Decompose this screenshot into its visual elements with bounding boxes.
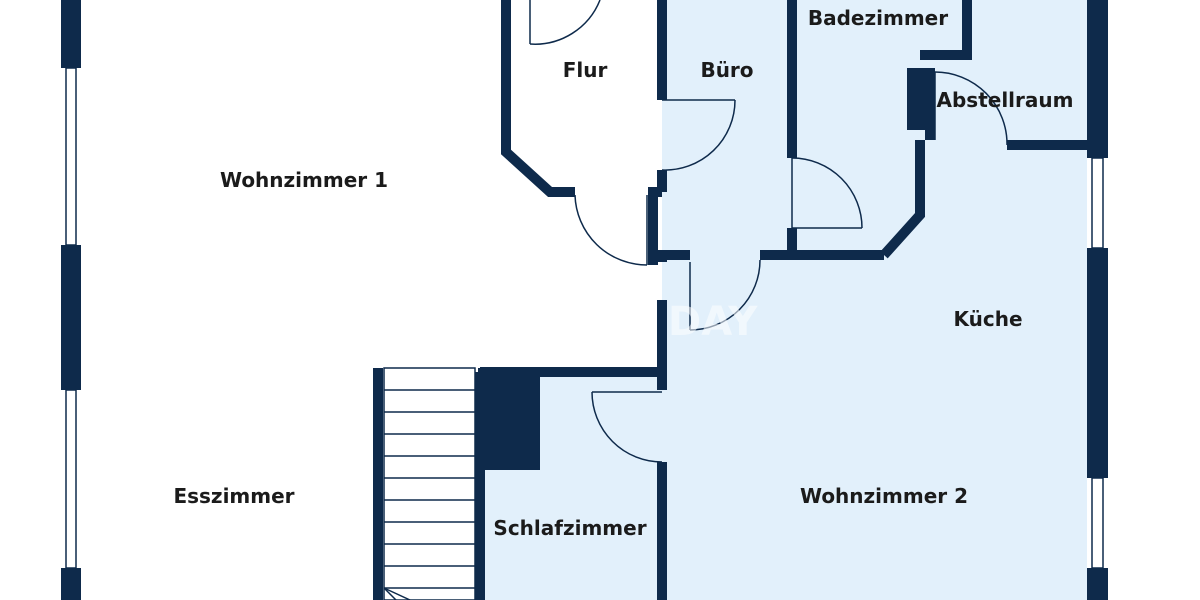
room-label-esszimmer: Esszimmer: [173, 484, 294, 508]
door-flur-top: [529, 0, 601, 45]
doors: [529, 0, 1008, 463]
right-wall-segment-top: [1087, 0, 1108, 158]
window-right-lower: [1091, 477, 1104, 569]
stairs: [383, 367, 476, 600]
room-label-abstellraum: Abstellraum: [937, 88, 1074, 112]
door-buero: [661, 99, 736, 171]
left-wall-segment-bottom: [61, 568, 81, 600]
right-wall-segment-mid: [1087, 248, 1108, 478]
interior-walls: [373, 0, 1090, 600]
bad-wall-block: [907, 68, 925, 130]
exterior-walls: [61, 0, 1108, 600]
room-label-badezimmer: Badezimmer: [808, 6, 948, 30]
window-left-upper: [65, 67, 77, 246]
right-wall-segment-bottom: [1087, 568, 1108, 600]
windows: [65, 67, 1104, 569]
room-labels: Wohnzimmer 1 Esszimmer Flur Büro Badezim…: [173, 6, 1073, 540]
stair-box: [383, 367, 476, 600]
room-fills: [480, 0, 1087, 600]
window-right-upper: [1091, 157, 1104, 249]
stair-winder: [383, 587, 411, 600]
schlafzimmer-closet-block: [478, 368, 540, 470]
room-label-flur: Flur: [563, 58, 608, 82]
fill-abstellraum: [967, 0, 1087, 150]
door-badezimmer: [791, 157, 863, 229]
door-flur-bottom: [574, 194, 648, 266]
room-label-buero: Büro: [700, 58, 753, 82]
watermark: DAY: [668, 299, 758, 345]
door-schlafzimmer: [591, 391, 663, 463]
left-wall-segment-mid: [61, 245, 81, 390]
window-left-lower: [65, 389, 77, 569]
room-label-kueche: Küche: [953, 307, 1022, 331]
room-label-wohnzimmer-2: Wohnzimmer 2: [800, 484, 968, 508]
bad-right-wall: [880, 140, 925, 259]
left-wall-segment-top: [61, 0, 81, 68]
stair-winder: [383, 587, 397, 600]
room-label-wohnzimmer-1: Wohnzimmer 1: [220, 168, 388, 192]
fill-kueche-wohnzimmer2: [662, 150, 1087, 600]
door-abstellraum: [934, 71, 1008, 146]
flur-left-wall: [501, 0, 575, 197]
door-buero-bottom: [689, 259, 761, 331]
room-label-schlafzimmer: Schlafzimmer: [493, 516, 646, 540]
